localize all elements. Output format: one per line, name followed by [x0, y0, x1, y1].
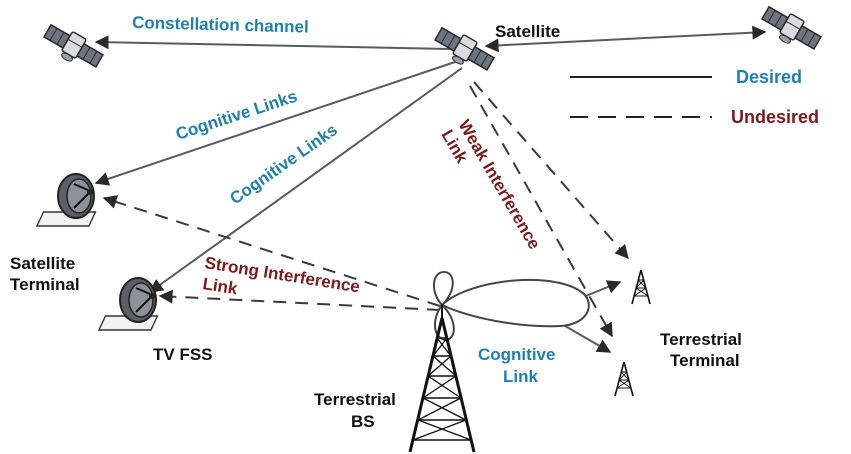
satellite-label: Satellite — [495, 22, 560, 41]
strong-interference-link-to-satellite-terminal — [102, 195, 441, 307]
satellite-icon — [429, 22, 498, 79]
legend-undesired-label: Undesired — [731, 107, 819, 127]
cognitive-link-label: Cognitive — [478, 345, 555, 364]
legend-desired-label: Desired — [736, 67, 802, 87]
satellite-terminal-label: Satellite — [10, 254, 75, 273]
terrestrial-bs-label-line2: BS — [351, 412, 375, 431]
strong-interference-label-line2: Link — [201, 274, 239, 298]
cognitive-link-to-terrestrial-terminal-b — [559, 322, 612, 353]
weak-interference-link-b — [469, 85, 613, 338]
dish-antenna-icon — [35, 173, 97, 227]
legend: Desired Undesired — [570, 67, 819, 127]
cognitive-link-to-tv-fss — [148, 67, 463, 293]
cognitive-link-label-line2: Link — [503, 367, 538, 386]
terrestrial-terminal-label-line2: Terminal — [670, 351, 740, 370]
tower-icon — [408, 304, 476, 453]
strong-interference-link-to-tv-fss — [158, 289, 441, 311]
terrestrial-terminal-tower-icon — [631, 269, 651, 305]
links-layer — [94, 25, 767, 353]
weak-interference-link-a — [473, 81, 629, 260]
dish-antenna-icon — [97, 277, 159, 331]
terrestrial-bs-label: Terrestrial — [314, 390, 396, 409]
tv-fss-label: TV FSS — [153, 345, 213, 364]
satellite-to-satellite-link — [484, 25, 767, 53]
satellite-icon — [38, 19, 107, 76]
constellation-channel-label: Constellation channel — [132, 13, 309, 37]
satellite-terminal-label-line2: Terminal — [10, 275, 80, 294]
satellite-icon — [756, 1, 825, 58]
terrestrial-terminal-tower-icon — [614, 361, 634, 397]
constellation-link — [94, 35, 451, 50]
weak-interference-label: Weak Interference — [455, 117, 545, 253]
antenna-pattern-icon — [433, 270, 590, 342]
terrestrial-terminal-label: Terrestrial — [660, 330, 742, 349]
cognitive-link-to-satellite-terminal — [94, 61, 456, 186]
